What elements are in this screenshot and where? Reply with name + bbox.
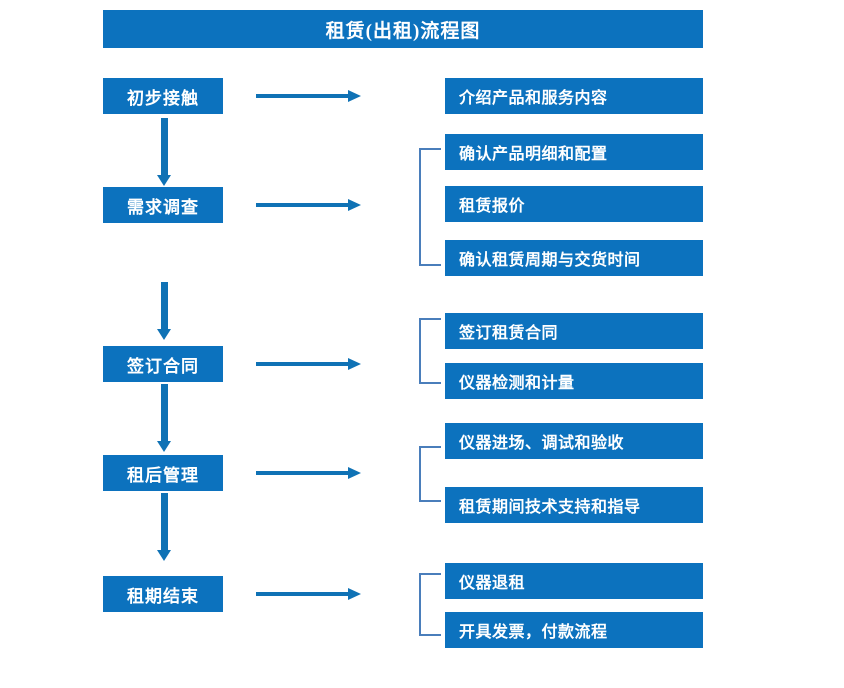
- arrow-down-1: [156, 118, 172, 186]
- arrow-head: [348, 199, 361, 211]
- detail-box-2[interactable]: 确认产品明细和配置: [445, 134, 703, 170]
- page-title: 租赁(出租)流程图: [103, 10, 703, 48]
- arrow-down-3: [156, 384, 172, 452]
- arrow-shaft: [161, 118, 168, 175]
- arrow-down-4: [156, 493, 172, 561]
- arrow-shaft: [256, 203, 348, 207]
- detail-box-1[interactable]: 介绍产品和服务内容: [445, 78, 703, 114]
- arrow-right-1: [256, 88, 361, 104]
- group-bracket-5: [419, 573, 441, 636]
- arrow-shaft: [256, 94, 348, 98]
- arrow-head: [348, 90, 361, 102]
- stage-box-1[interactable]: 初步接触: [103, 78, 223, 114]
- arrow-head: [157, 550, 171, 561]
- arrow-shaft: [161, 493, 168, 550]
- detail-box-5[interactable]: 签订租赁合同: [445, 313, 703, 349]
- arrow-shaft: [256, 592, 348, 596]
- arrow-head: [157, 175, 171, 186]
- arrow-right-3: [256, 356, 361, 372]
- arrow-head: [348, 588, 361, 600]
- group-bracket-4: [419, 446, 441, 502]
- arrow-head: [348, 467, 361, 479]
- detail-box-9[interactable]: 仪器退租: [445, 563, 703, 599]
- arrow-head: [157, 329, 171, 340]
- arrow-head: [348, 358, 361, 370]
- arrow-shaft: [256, 471, 348, 475]
- arrow-right-4: [256, 465, 361, 481]
- arrow-head: [157, 441, 171, 452]
- arrow-shaft: [256, 362, 348, 366]
- detail-box-4[interactable]: 确认租赁周期与交货时间: [445, 240, 703, 276]
- stage-box-2[interactable]: 需求调查: [103, 187, 223, 223]
- arrow-right-2: [256, 197, 361, 213]
- stage-box-5[interactable]: 租期结束: [103, 576, 223, 612]
- arrow-shaft: [161, 282, 168, 329]
- stage-box-4[interactable]: 租后管理: [103, 455, 223, 491]
- group-bracket-3: [419, 318, 441, 384]
- arrow-down-2: [156, 282, 172, 340]
- detail-box-6[interactable]: 仪器检测和计量: [445, 363, 703, 399]
- group-bracket-2: [419, 148, 441, 266]
- detail-box-10[interactable]: 开具发票，付款流程: [445, 612, 703, 648]
- arrow-right-5: [256, 586, 361, 602]
- detail-box-7[interactable]: 仪器进场、调试和验收: [445, 423, 703, 459]
- stage-box-3[interactable]: 签订合同: [103, 346, 223, 382]
- arrow-shaft: [161, 384, 168, 441]
- detail-box-8[interactable]: 租赁期间技术支持和指导: [445, 487, 703, 523]
- detail-box-3[interactable]: 租赁报价: [445, 186, 703, 222]
